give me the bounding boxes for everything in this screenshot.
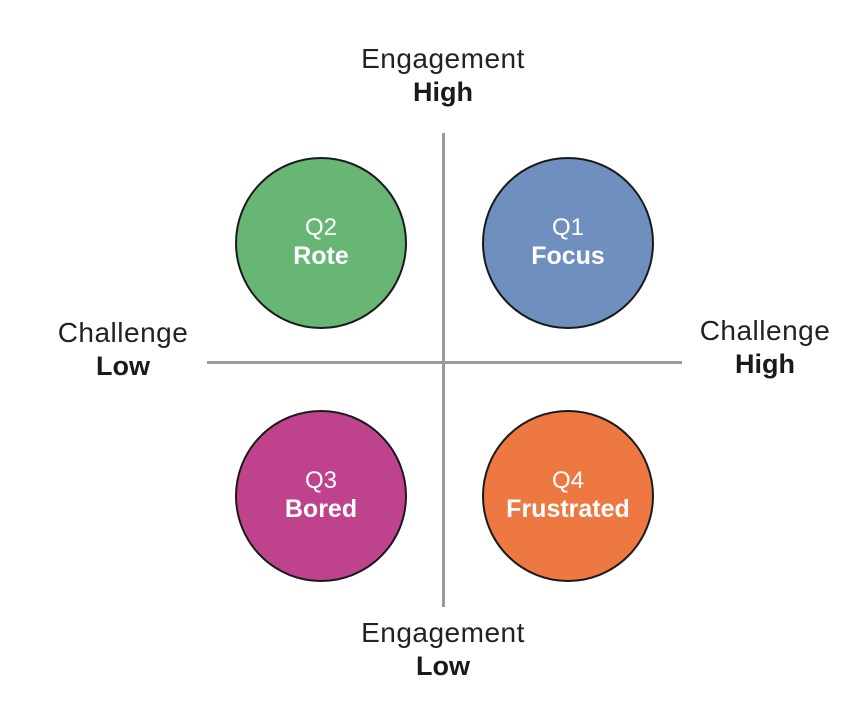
quadrant-name: Frustrated	[506, 494, 630, 523]
axis-level: Low	[96, 350, 150, 381]
quadrant-name: Focus	[531, 241, 605, 270]
axis-level: High	[413, 76, 473, 107]
challenge-axis-line	[207, 361, 682, 364]
axis-level: Low	[416, 650, 470, 681]
challenge-high-label: Challenge High	[680, 314, 850, 380]
engagement-high-label: Engagement High	[343, 42, 543, 108]
axis-title: Engagement	[361, 43, 525, 74]
quadrant-id: Q2	[304, 214, 337, 242]
axis-title: Engagement	[361, 617, 525, 648]
quadrant-name: Bored	[284, 494, 358, 523]
quadrant-id: Q3	[304, 467, 337, 495]
quadrant-q4-circle: Q4 Frustrated	[482, 410, 654, 582]
quadrant-q2-circle: Q2 Rote	[235, 157, 407, 329]
axis-title: Challenge	[699, 315, 831, 346]
axis-level: High	[735, 348, 795, 379]
quadrant-id: Q1	[551, 214, 584, 242]
quadrant-q1-circle: Q1 Focus	[482, 157, 654, 329]
axis-title: Challenge	[57, 317, 189, 348]
quadrant-name: Rote	[293, 241, 349, 270]
engagement-axis-line	[442, 133, 445, 607]
quadrant-id: Q4	[551, 467, 584, 495]
quadrant-q3-circle: Q3 Bored	[235, 410, 407, 582]
engagement-low-label: Engagement Low	[343, 616, 543, 682]
challenge-low-label: Challenge Low	[38, 316, 208, 382]
